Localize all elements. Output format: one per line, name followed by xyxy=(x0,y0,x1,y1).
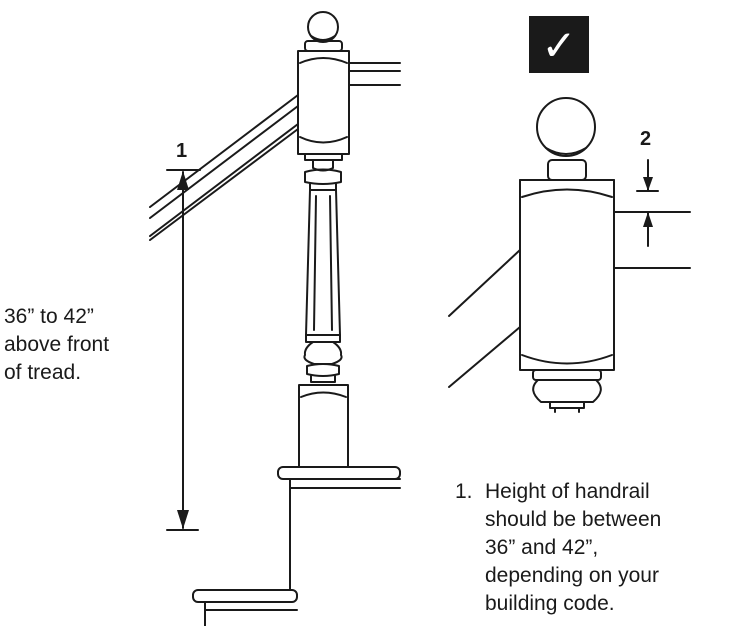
note-line: should be between xyxy=(485,508,662,531)
dimension-1-line xyxy=(166,169,201,531)
height-note-line: above front xyxy=(4,333,110,356)
height-note-line: of tread. xyxy=(4,361,82,384)
dimension-2-arrow-top xyxy=(643,177,653,191)
dimension-2-label: 2 xyxy=(640,128,652,150)
dimension-2-arrow-bottom xyxy=(643,212,653,227)
height-range-note: 36” to 42” above front of tread. xyxy=(4,303,174,387)
detail-newel-top xyxy=(519,97,615,413)
handrail-right xyxy=(348,62,401,86)
note-body: Height of handrail should be between 36”… xyxy=(485,478,725,618)
newel-top-block xyxy=(297,50,350,155)
dimension-1-arrow-bottom xyxy=(177,510,189,529)
note-marker: 1. xyxy=(455,480,473,503)
note-line: building code. xyxy=(485,592,615,615)
height-note-line: 36” to 42” xyxy=(4,305,94,328)
detail-top-block xyxy=(519,179,615,371)
check-badge-box xyxy=(529,16,589,73)
newel-post-left xyxy=(297,11,350,468)
note-line: depending on your xyxy=(485,564,659,587)
detail-finial xyxy=(536,97,596,157)
stair-treads xyxy=(192,466,401,626)
dimension-2-line xyxy=(636,159,659,247)
detail-handrail xyxy=(448,211,691,388)
handrail-sloped xyxy=(149,94,299,241)
note-line: Height of handrail xyxy=(485,480,650,503)
dimension-1-label: 1 xyxy=(176,140,188,162)
check-badge: ✓ xyxy=(529,16,589,73)
note-line: 36” and 42”, xyxy=(485,536,599,559)
dimension-1-arrow-top xyxy=(177,171,189,190)
newel-base-block xyxy=(298,384,349,468)
checkmark-icon: ✓ xyxy=(541,21,576,70)
